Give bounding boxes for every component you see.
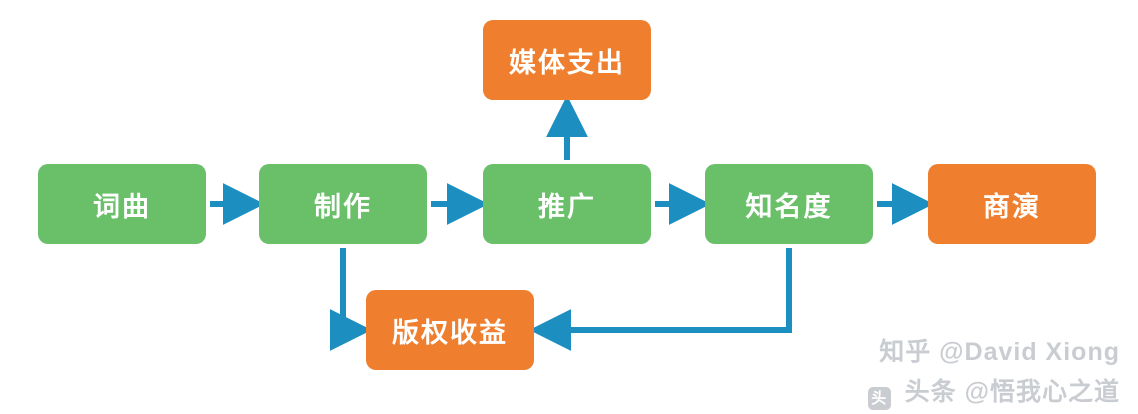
node-shangyan[interactable]: 商演: [928, 164, 1096, 244]
node-zhizuo[interactable]: 制作: [259, 164, 427, 244]
node-label: 词曲: [93, 191, 151, 222]
watermark-zhihu-text: 知乎 @David Xiong: [879, 338, 1120, 366]
node-label: 媒体支出: [509, 47, 625, 78]
watermark-zhihu: 知乎 @David Xiong: [879, 332, 1120, 368]
edge-zhimingdu-to-banquan: [529, 248, 792, 351]
watermark-toutiao-text: 头条 @悟我心之道: [904, 378, 1120, 406]
node-label: 知名度: [745, 191, 833, 222]
node-banquan[interactable]: 版权收益: [366, 290, 534, 370]
toutiao-logo-icon: 头: [867, 387, 891, 410]
node-label: 推广: [538, 191, 596, 222]
node-label: 商演: [983, 191, 1041, 222]
watermark-toutiao: 头 头条 @悟我心之道: [867, 372, 1120, 410]
edge-zhizuo-to-banquan: [329, 248, 372, 351]
node-tuiguang[interactable]: 推广: [483, 164, 651, 244]
node-label: 制作: [314, 191, 372, 222]
node-label: 版权收益: [392, 317, 508, 348]
node-ciqu[interactable]: 词曲: [38, 164, 206, 244]
node-zhimingdu[interactable]: 知名度: [705, 164, 873, 244]
node-meitizhichu[interactable]: 媒体支出: [483, 20, 651, 100]
